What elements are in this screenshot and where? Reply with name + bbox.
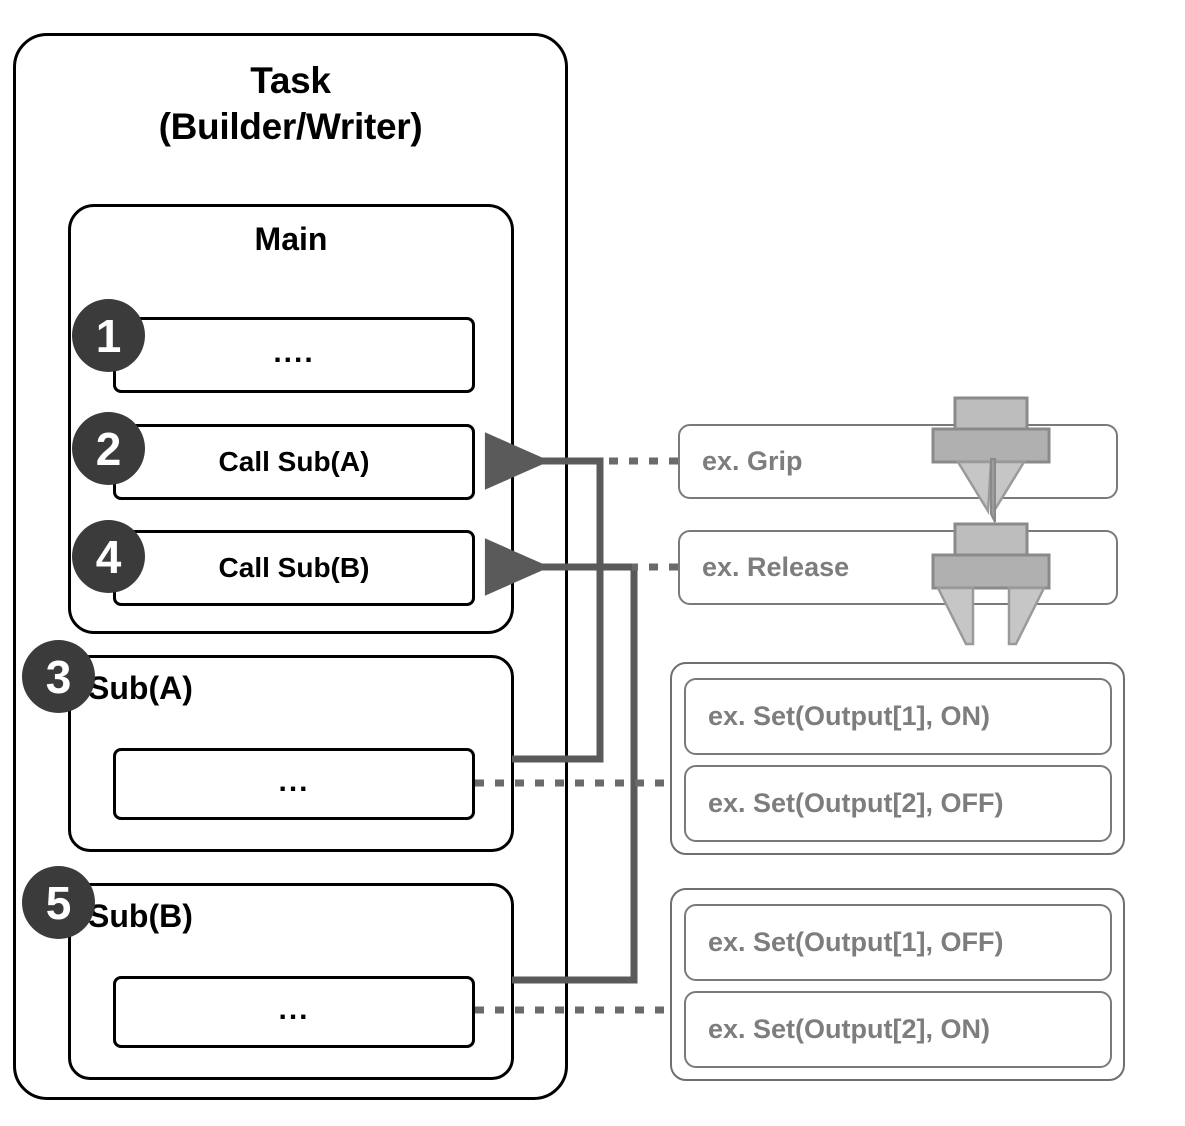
main-statement-call-sub-b[interactable]: Call Sub(B)	[113, 530, 475, 606]
gripper-open-icon	[931, 522, 1051, 646]
wire-subb-to-callsubb	[484, 538, 638, 984]
main-title: Main	[254, 221, 328, 257]
example-set-output1-on[interactable]: ex. Set(Output[1], ON)	[684, 678, 1112, 755]
step-badge-5: 5	[22, 866, 95, 939]
example-set-output1-off[interactable]: ex. Set(Output[1], OFF)	[684, 904, 1112, 981]
sub-a-body[interactable]: ...	[113, 748, 475, 820]
step-badge-4: 4	[72, 520, 145, 593]
task-title-line1: Task	[250, 60, 331, 101]
sub-b-body[interactable]: ...	[113, 976, 475, 1048]
task-title: Task (Builder/Writer)	[13, 58, 568, 150]
step-badge-3: 3	[22, 640, 95, 713]
task-title-line2: (Builder/Writer)	[158, 105, 423, 147]
main-statement-call-sub-a[interactable]: Call Sub(A)	[113, 424, 475, 500]
wire-suba-to-callsuba	[484, 432, 604, 763]
example-set-output2-on[interactable]: ex. Set(Output[2], ON)	[684, 991, 1112, 1068]
main-statement-1[interactable]: ....	[113, 317, 475, 393]
gripper-closed-icon	[931, 396, 1051, 523]
step-badge-2: 2	[72, 412, 145, 485]
step-badge-1: 1	[72, 299, 145, 372]
sub-a-title: Sub(A)	[88, 670, 193, 706]
example-set-output2-off[interactable]: ex. Set(Output[2], OFF)	[684, 765, 1112, 842]
sub-b-title: Sub(B)	[88, 898, 193, 934]
